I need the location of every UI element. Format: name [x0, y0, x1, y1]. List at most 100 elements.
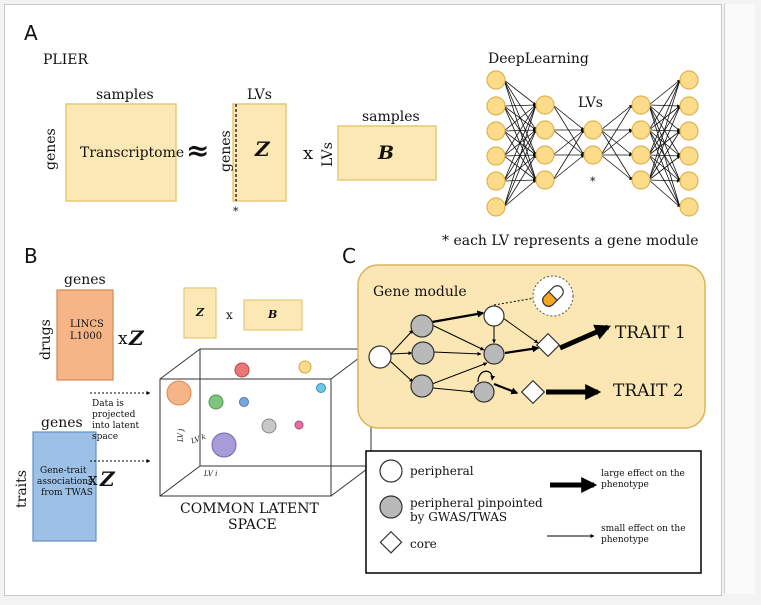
axis-lv-i: LV i	[204, 470, 218, 478]
deep-learning-edges	[503, 79, 681, 208]
legend-peripheral: peripheral	[410, 464, 474, 478]
small-z-label: Z	[196, 306, 205, 319]
network-node-layer-1	[535, 145, 555, 165]
gene-module-edges	[388, 297, 611, 401]
network-node-layer-0	[486, 96, 506, 116]
module-node-core	[535, 332, 561, 358]
gene-module-title: Gene module	[373, 284, 467, 300]
network-edge	[503, 104, 537, 182]
b-matrix-top-label: samples	[362, 109, 420, 125]
latent-point-yellow	[298, 360, 312, 374]
network-edge	[503, 104, 537, 157]
module-node-gray	[473, 381, 495, 403]
small-times: x	[226, 308, 233, 322]
latent-space-title-line1: COMMON LATENT	[180, 501, 319, 517]
traits-times: x	[88, 470, 98, 490]
deep-learning-title: DeepLearning	[488, 51, 589, 67]
network-node-layer-3	[631, 95, 651, 115]
network-edge	[600, 104, 633, 156]
traits-side-label: traits	[14, 470, 30, 508]
small-z-matrix	[183, 287, 217, 339]
gene-module-box	[357, 264, 706, 429]
network-edge	[648, 105, 681, 181]
module-node-gray	[411, 341, 435, 365]
traits-matrix	[32, 431, 97, 542]
network-node-layer-1	[535, 120, 555, 140]
network-node-layer-4	[679, 197, 699, 217]
network-node-layer-4	[679, 96, 699, 116]
legend-pinpointed-line1: peripheral pinpointed	[410, 496, 543, 510]
network-edge	[552, 129, 585, 181]
small-b-matrix	[243, 299, 303, 331]
transcriptome-side-label: genes	[43, 128, 59, 170]
network-node-layer-0	[486, 197, 506, 217]
z-matrix	[232, 103, 287, 202]
legend-pinpointed-icon	[379, 495, 403, 519]
module-node-core	[520, 379, 546, 405]
latent-point-pink	[294, 420, 304, 430]
network-edge	[503, 129, 537, 208]
z-matrix-side-label: genes	[218, 130, 234, 172]
latent-point-blue	[239, 397, 249, 407]
network-edge	[648, 79, 681, 156]
axis-lv-j: LV j	[177, 428, 185, 442]
b-matrix-label: B	[378, 142, 395, 164]
drugs-matrix	[56, 289, 114, 381]
drugs-z: Z	[129, 326, 144, 350]
drugs-label-line2: L1000	[70, 331, 103, 342]
traits-z: Z	[100, 467, 115, 491]
network-edge	[503, 79, 537, 106]
network-edge	[503, 154, 537, 208]
network-node-layer-2	[583, 145, 603, 165]
network-node-layer-1	[535, 95, 555, 115]
network-node-layer-3	[631, 170, 651, 190]
latent-space-title-line2: SPACE	[228, 517, 277, 533]
network-edge	[648, 79, 681, 106]
network-node-layer-3	[631, 145, 651, 165]
module-node-peripheral-top	[483, 305, 505, 327]
traits-top-label: genes	[41, 415, 83, 431]
latent-point-gray	[261, 418, 277, 434]
network-node-layer-4	[679, 121, 699, 141]
small-b-label: B	[268, 308, 278, 321]
projection-note-line3: into latent	[92, 421, 140, 431]
trait1-label: TRAIT 1	[615, 323, 686, 343]
network-edge	[648, 179, 681, 183]
network-edge	[648, 79, 681, 181]
network-node-layer-0	[486, 70, 506, 90]
legend-box	[365, 450, 702, 574]
pill-icon	[542, 285, 564, 307]
legend-pinpointed-line2: by GWAS/TWAS	[410, 510, 508, 524]
deep-learning-asterisk: *	[590, 175, 596, 188]
projection-note-line2: projected	[92, 410, 136, 420]
legend-large-line1: large effect on the	[601, 469, 685, 479]
network-node-layer-1	[535, 170, 555, 190]
transcriptome-matrix	[65, 103, 177, 202]
network-node-layer-4	[679, 70, 699, 90]
transcriptome-label: Transcriptome	[80, 145, 185, 161]
drugs-label-line1: LINCS	[70, 319, 104, 330]
traits-label-line2: associations	[37, 477, 93, 487]
z-matrix-top-label: LVs	[247, 87, 272, 103]
z-matrix-asterisk: *	[233, 205, 239, 218]
network-edge	[600, 129, 633, 156]
latent-point-red	[234, 362, 250, 378]
plier-label: PLIER	[43, 52, 89, 68]
network-node-layer-4	[679, 171, 699, 191]
scrollbar-strip	[724, 4, 755, 594]
panel-letter-a: A	[24, 21, 38, 45]
deep-learning-nodes	[486, 70, 699, 217]
transcriptome-top-label: samples	[96, 87, 154, 103]
panel-letter-b: B	[24, 244, 38, 268]
legend-large-line2: phenotype	[601, 480, 649, 490]
drugs-side-label: drugs	[38, 319, 54, 360]
lv-footnote: * each LV represents a gene module	[442, 233, 699, 249]
network-node-layer-0	[486, 121, 506, 141]
times-symbol: x	[303, 143, 314, 164]
z-matrix-label: Z	[255, 137, 270, 161]
latent-point-orange	[166, 380, 192, 406]
latent-point-cyan	[316, 383, 326, 393]
network-node-layer-0	[486, 171, 506, 191]
